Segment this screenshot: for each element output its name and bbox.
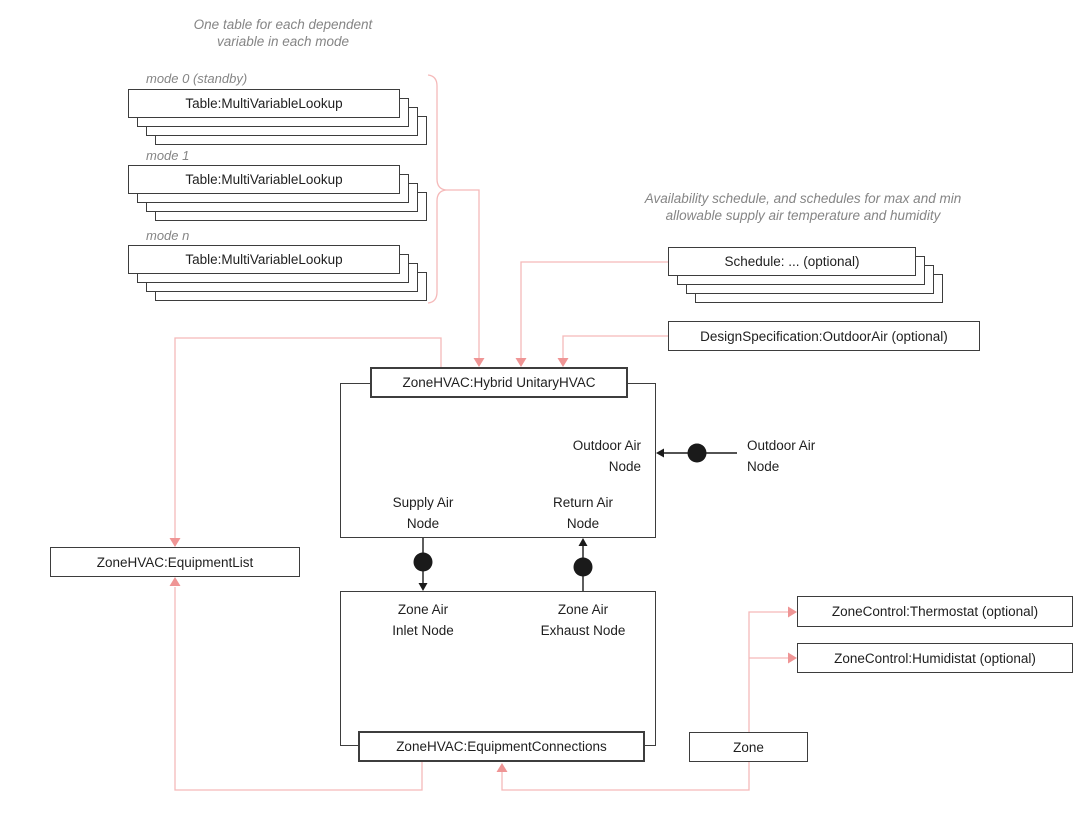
- equipment-list-box: ZoneHVAC:EquipmentList: [50, 547, 300, 577]
- connections-to-equipmentlist-arrow: [169, 577, 181, 586]
- zone-to-connections-arrow: [496, 763, 508, 772]
- zone-air-inlet-line2: Inlet Node: [392, 623, 454, 638]
- design-spec-box: DesignSpecification:OutdoorAir (optional…: [668, 321, 980, 351]
- mode-n-label: mode n: [146, 228, 190, 243]
- outdoor-air-node-label-external: Outdoor Air Node: [747, 435, 857, 477]
- tables-group-brace: [427, 74, 447, 304]
- zone-frame: [340, 591, 656, 746]
- designspec-to-unit-arrow: [557, 358, 569, 367]
- zone-to-thermostat-arrow: [788, 606, 797, 618]
- outdoor-air-node-label-inside: Outdoor Air Node: [541, 435, 641, 477]
- schedule-box: Schedule: ... (optional): [668, 247, 916, 276]
- table-multivariablelookup-box: Table:MultiVariableLookup: [128, 89, 400, 118]
- tables-annotation: One table for each dependent variable in…: [133, 16, 433, 50]
- zone-to-humidistat-arrow: [788, 652, 797, 664]
- outdoor-air-node-line1: Outdoor Air: [572, 438, 641, 453]
- zone-air-exhaust-line1: Zone Air: [557, 602, 609, 617]
- zone-to-controls-wire: [748, 611, 788, 732]
- return-air-arrow: [578, 538, 588, 546]
- schedule-stack: Schedule: ... (optional): [668, 247, 943, 303]
- return-air-node-label: Return Air Node: [533, 492, 633, 534]
- outdoor-air-external-line1: Outdoor Air: [747, 438, 816, 453]
- connections-to-equipmentlist-wire: [174, 587, 423, 791]
- outdoor-air-arrow: [656, 448, 664, 458]
- schedules-annotation-line2: allowable supply air temperature and hum…: [665, 208, 941, 223]
- supply-air-node-dot: [413, 552, 433, 572]
- unit-to-equipmentlist-wire: [174, 337, 442, 538]
- tables-annotation-line1: One table for each dependent: [193, 17, 373, 32]
- mode-1-label: mode 1: [146, 148, 190, 163]
- schedules-annotation-line1: Availability schedule, and schedules for…: [644, 191, 962, 206]
- outdoor-air-external-line2: Node: [747, 459, 780, 474]
- supply-air-node-line2: Node: [406, 516, 440, 531]
- tables-to-unit-wire: [446, 189, 480, 358]
- table-multivariablelookup-box: Table:MultiVariableLookup: [128, 165, 400, 194]
- schedule-to-unit-arrow: [515, 358, 527, 367]
- return-air-node-line2: Node: [566, 516, 600, 531]
- zone-air-exhaust-node-label: Zone Air Exhaust Node: [523, 599, 643, 641]
- zone-to-connections-wire: [501, 762, 750, 791]
- designspec-to-unit-wire: [562, 335, 668, 358]
- mode-1-table-stack: Table:MultiVariableLookup: [128, 165, 427, 221]
- zone-air-inlet-line1: Zone Air: [397, 602, 449, 617]
- return-air-node-line1: Return Air: [552, 495, 614, 510]
- thermostat-box: ZoneControl:Thermostat (optional): [797, 596, 1073, 627]
- return-air-node-dot: [573, 557, 593, 577]
- table-multivariablelookup-box: Table:MultiVariableLookup: [128, 245, 400, 274]
- outdoor-air-node-dot: [687, 443, 707, 463]
- zone-box: Zone: [689, 732, 808, 762]
- unit-to-equipmentlist-arrow: [169, 538, 181, 547]
- supply-air-arrow: [418, 583, 428, 591]
- supply-air-node-label: Supply Air Node: [373, 492, 473, 534]
- hybrid-unit-title-box: ZoneHVAC:Hybrid UnitaryHVAC: [370, 367, 628, 398]
- mode-n-table-stack: Table:MultiVariableLookup: [128, 245, 427, 301]
- supply-air-node-line1: Supply Air: [392, 495, 454, 510]
- hybrid-unit-frame: [340, 383, 656, 538]
- humidistat-box: ZoneControl:Humidistat (optional): [797, 643, 1073, 673]
- mode-0-label: mode 0 (standby): [146, 71, 248, 86]
- schedules-annotation: Availability schedule, and schedules for…: [633, 190, 973, 224]
- tables-annotation-line2: variable in each mode: [216, 34, 350, 49]
- equipment-connections-box: ZoneHVAC:EquipmentConnections: [358, 731, 645, 762]
- mode-0-table-stack: Table:MultiVariableLookup: [128, 89, 427, 145]
- schedule-to-unit-wire: [520, 261, 668, 358]
- zone-air-inlet-node-label: Zone Air Inlet Node: [363, 599, 483, 641]
- outdoor-air-node-line2: Node: [608, 459, 641, 474]
- tables-to-unit-arrow: [473, 358, 485, 367]
- zone-air-exhaust-line2: Exhaust Node: [540, 623, 626, 638]
